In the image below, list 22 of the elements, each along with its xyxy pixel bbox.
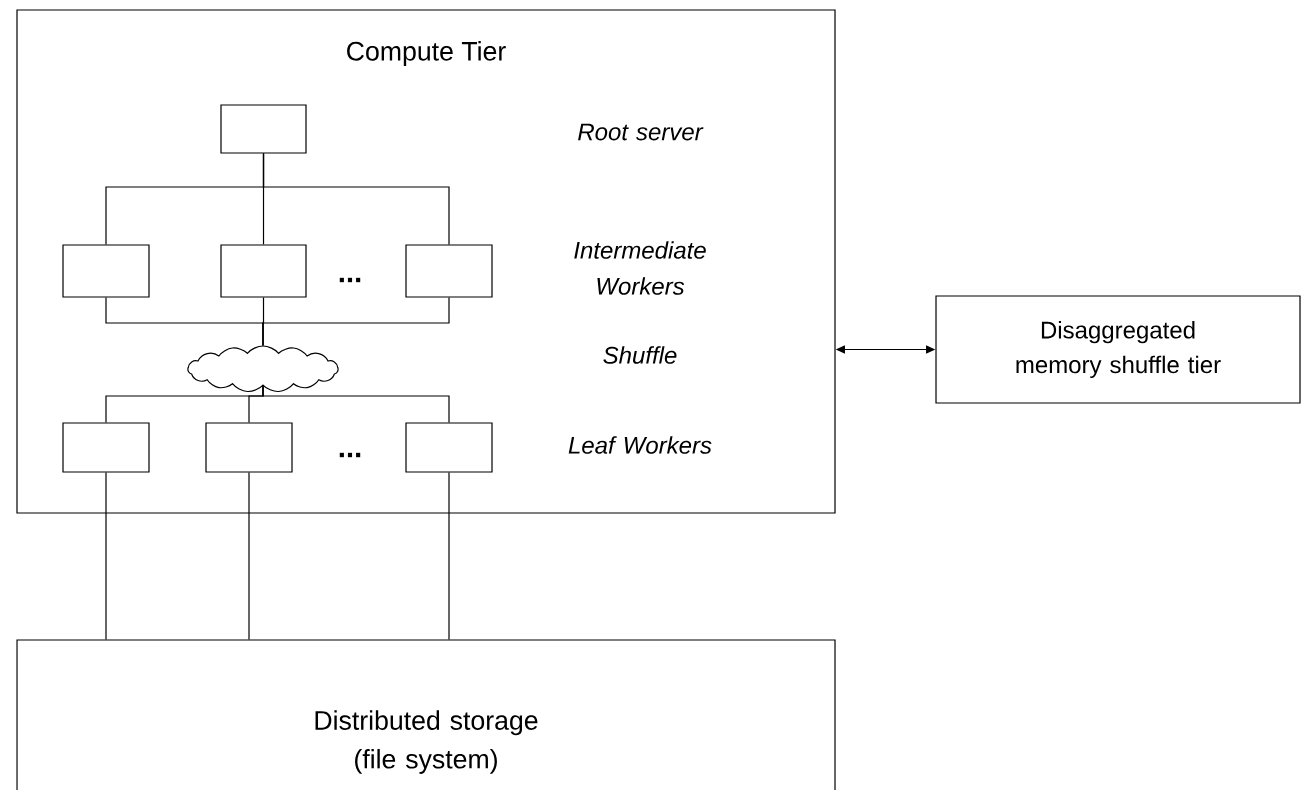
tier-label: Root server bbox=[578, 123, 704, 141]
connector-line bbox=[248, 472, 250, 640]
server-box bbox=[62, 244, 150, 298]
connector-line bbox=[448, 472, 450, 640]
server-box bbox=[205, 422, 293, 473]
server-box bbox=[405, 244, 493, 298]
connector-line bbox=[262, 385, 450, 423]
connector-line bbox=[105, 472, 107, 640]
server-box bbox=[220, 244, 307, 298]
tier-box: Disaggregated memory shuffle tier bbox=[935, 295, 1301, 404]
server-box bbox=[405, 422, 493, 473]
tier-label: Shuffle bbox=[603, 346, 677, 364]
tier-label: Intermediate Workers bbox=[574, 241, 706, 295]
server-box bbox=[62, 422, 150, 473]
connector-line bbox=[262, 297, 450, 346]
ellipsis: ... bbox=[339, 452, 361, 458]
storage-box: Distributed storage (file system) bbox=[16, 639, 836, 790]
ellipsis: ... bbox=[339, 277, 361, 283]
server-box bbox=[220, 104, 307, 154]
connector-line bbox=[262, 153, 450, 245]
cloud-shape bbox=[187, 345, 339, 393]
tier-label: Leaf Workers bbox=[568, 436, 712, 454]
